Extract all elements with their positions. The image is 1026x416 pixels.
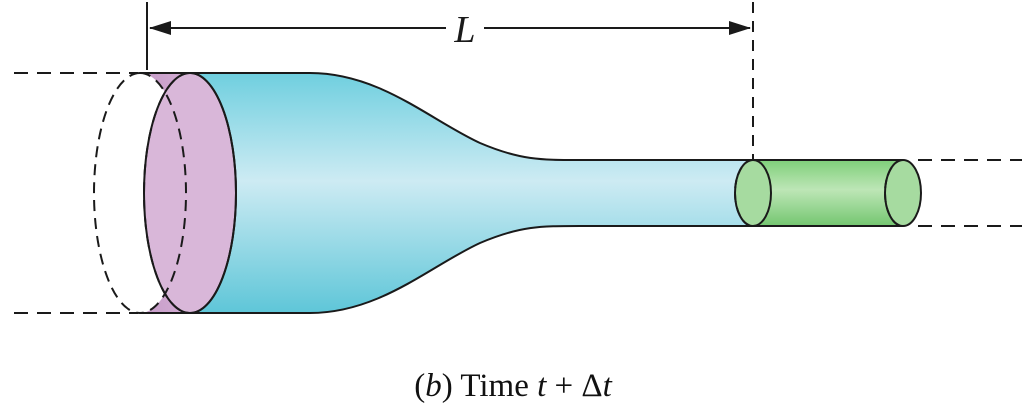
inlet-slab-front-hidden <box>143 72 191 314</box>
caption-close-paren: ) <box>441 368 453 404</box>
caption-time-variable: t <box>537 368 547 404</box>
inlet-slab-front-rim <box>189 72 237 314</box>
inlet-fluid-slab <box>93 72 237 314</box>
outlet-slab-end-hidden <box>884 159 904 227</box>
caption-time-word: Time <box>460 368 529 404</box>
length-dimension: L <box>146 2 754 160</box>
outlet-slab-band <box>753 160 903 226</box>
outlet-slab-start-hidden <box>734 159 754 227</box>
fluid-body <box>189 72 753 314</box>
inlet-slab-back-visible <box>93 72 141 314</box>
figure-caption: (b) Time t + Δt <box>0 366 1026 406</box>
caption-delta-variable: t <box>602 368 612 404</box>
caption-panel-letter: b <box>425 368 442 404</box>
inlet-guide-lines <box>14 72 138 314</box>
caption-open-paren: ( <box>414 368 426 404</box>
inlet-slab-back-hidden <box>139 72 187 314</box>
outlet-fluid-slab <box>734 159 922 227</box>
outlet-guide-lines <box>918 159 1022 227</box>
dimension-label-L: L <box>453 9 475 51</box>
dimension-arrowhead-right <box>729 21 751 35</box>
caption-delta-symbol: Δ <box>581 368 603 404</box>
dimension-arrowhead-left <box>149 21 171 35</box>
caption-plus-sign: + <box>554 368 574 404</box>
